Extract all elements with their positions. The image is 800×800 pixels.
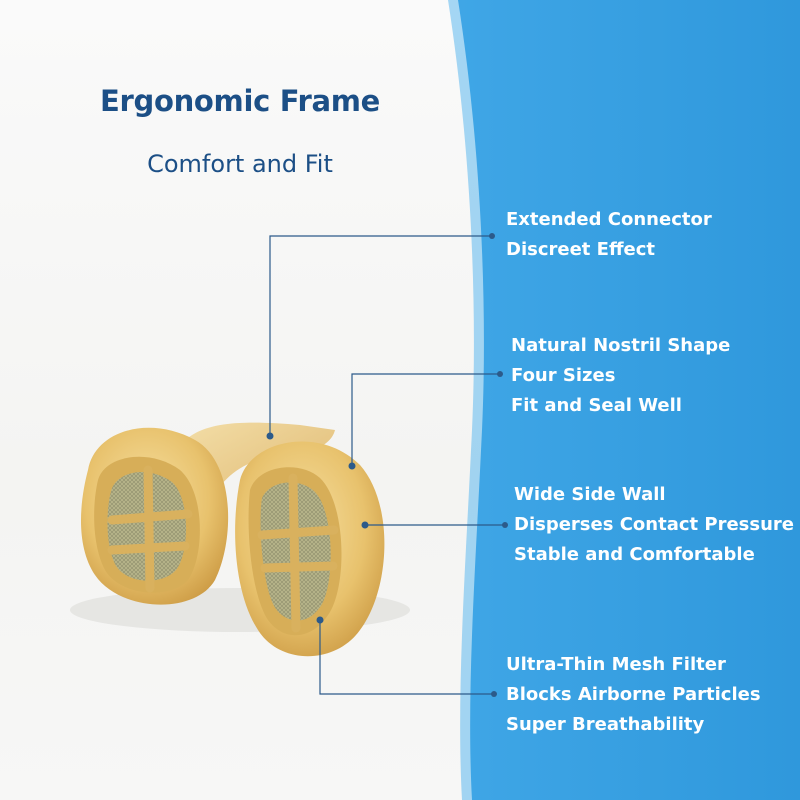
feature-line: Natural Nostril Shape xyxy=(511,335,731,356)
feature-line: Wide Side Wall xyxy=(514,484,666,505)
feature-extended-connector: Extended Connector Discreet Effect xyxy=(506,205,712,265)
feature-line: Stable and Comfortable xyxy=(514,544,755,565)
feature-wide-side-wall: Wide Side Wall Disperses Contact Pressur… xyxy=(514,480,794,570)
feature-line: Four Sizes xyxy=(511,365,616,386)
feature-mesh-filter: Ultra-Thin Mesh Filter Blocks Airborne P… xyxy=(506,650,761,740)
feature-line: Blocks Airborne Particles xyxy=(506,684,761,705)
callout-dots xyxy=(266,233,508,697)
right-filter-plug xyxy=(235,441,385,657)
feature-natural-nostril-shape: Natural Nostril Shape Four Sizes Fit and… xyxy=(511,331,730,421)
feature-line: Extended Connector xyxy=(506,209,712,230)
callout-lines xyxy=(269,235,505,695)
feature-line: Discreet Effect xyxy=(506,239,656,260)
feature-line: Ultra-Thin Mesh Filter xyxy=(506,654,726,675)
feature-line: Super Breathability xyxy=(506,714,705,735)
page-title: Ergonomic Frame xyxy=(99,84,381,118)
feature-line: Fit and Seal Well xyxy=(511,395,682,416)
page-subtitle: Comfort and Fit xyxy=(147,150,333,178)
left-filter-plug xyxy=(80,427,229,605)
feature-line: Disperses Contact Pressure xyxy=(514,514,794,535)
